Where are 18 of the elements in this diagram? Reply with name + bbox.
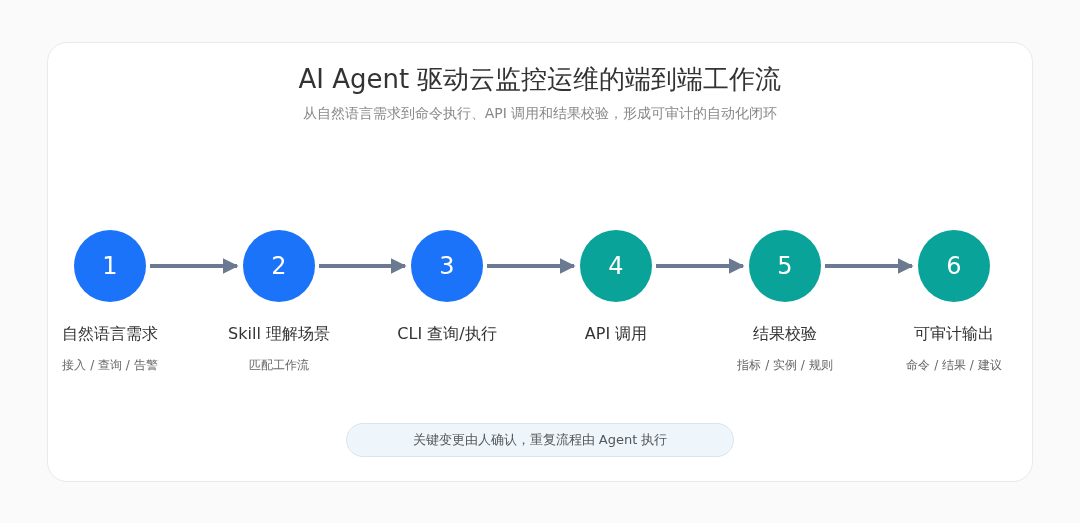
step-title: 自然语言需求: [61, 324, 159, 345]
step-detail: 命令 / 结果 / 建议: [905, 357, 1003, 374]
step-title: Skill 理解场景: [227, 324, 331, 345]
step-title: 可审计输出: [913, 324, 995, 345]
arrow: [825, 258, 914, 274]
step-title: CLI 查询/执行: [396, 324, 498, 345]
note-pill: 关键变更由人确认，重复流程由 Agent 执行: [346, 423, 734, 457]
arrow: [150, 258, 239, 274]
step-title: API 调用: [583, 324, 649, 345]
arrow: [319, 258, 407, 274]
arrow: [487, 258, 576, 274]
diagram-subtitle: 从自然语言需求到命令执行、API 调用和结果校验，形成可审计的自动化闭环: [301, 105, 779, 123]
step-title: 结果校验: [752, 324, 818, 345]
diagram-title: AI Agent 驱动云监控运维的端到端工作流: [297, 63, 783, 96]
step-detail: 匹配工作流: [248, 357, 310, 374]
step-detail: 指标 / 实例 / 规则: [736, 357, 834, 374]
arrow: [656, 258, 745, 274]
step-detail: 接入 / 查询 / 告警: [61, 357, 159, 374]
